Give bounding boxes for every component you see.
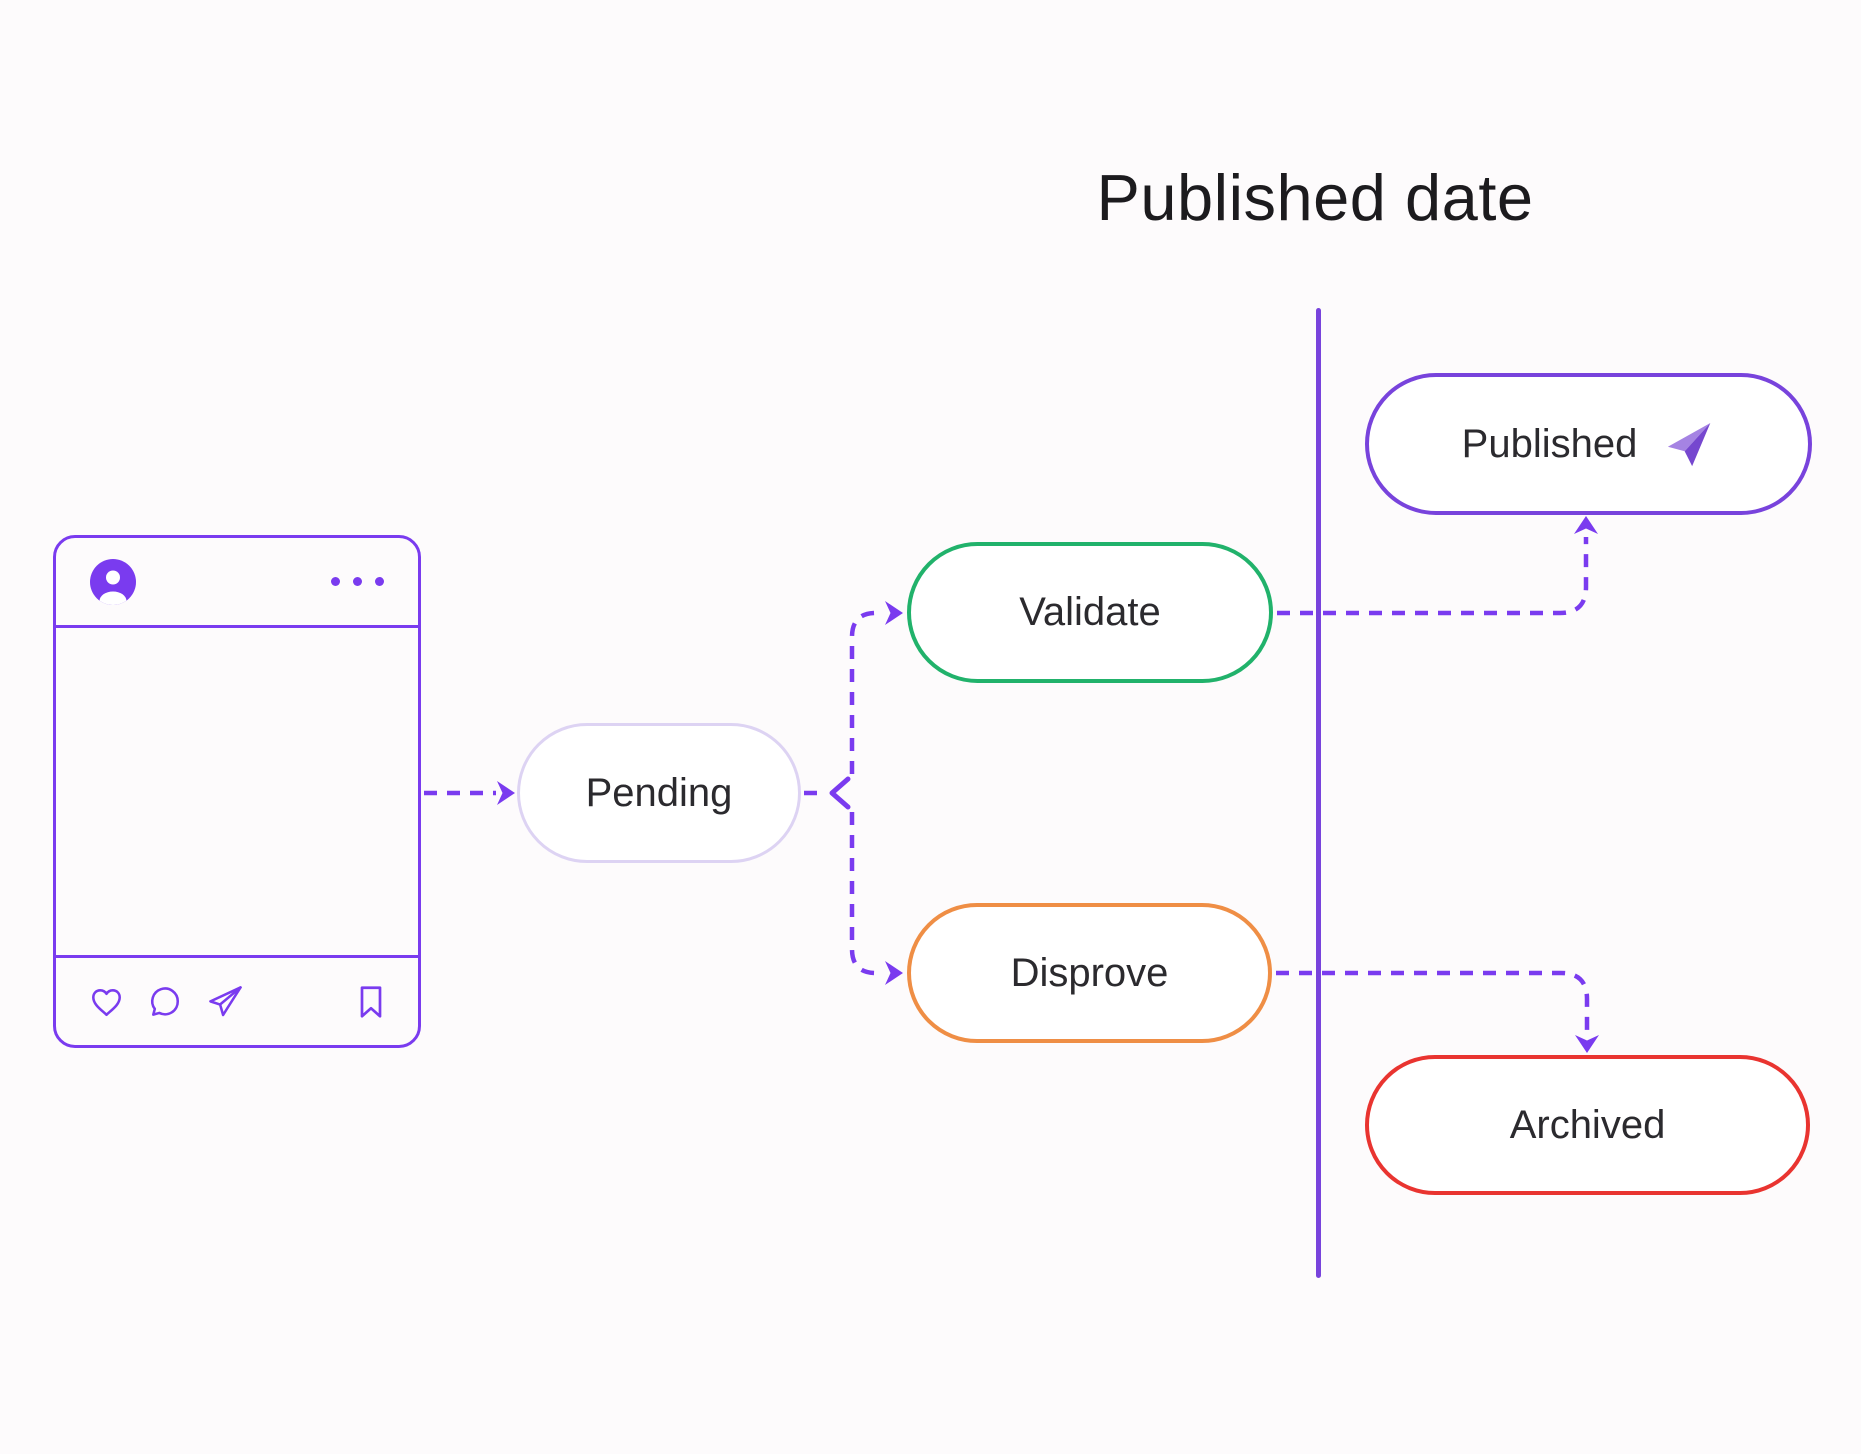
node-disprove: Disprove [907, 903, 1272, 1043]
node-archived-label: Archived [1509, 1102, 1666, 1147]
send-icon[interactable] [205, 983, 245, 1021]
post-card-body [56, 628, 418, 955]
node-pending: Pending [517, 723, 801, 863]
node-validate: Validate [907, 542, 1273, 683]
post-card-footer [56, 955, 418, 1045]
node-validate-label: Validate [1019, 590, 1161, 634]
paper-plane-icon [1659, 416, 1715, 472]
node-published-label: Published [1461, 421, 1638, 466]
more-options-icon[interactable] [331, 577, 384, 586]
post-card [53, 535, 421, 1048]
node-archived: Archived [1365, 1055, 1810, 1195]
post-card-header [56, 538, 418, 628]
like-icon[interactable] [88, 984, 125, 1020]
avatar-icon [90, 558, 136, 605]
node-published: Published [1365, 373, 1812, 515]
comment-icon[interactable] [147, 984, 183, 1020]
node-disprove-label: Disprove [1010, 950, 1169, 995]
published-date-divider [1316, 308, 1321, 1278]
bookmark-icon[interactable] [356, 984, 386, 1020]
diagram-title: Published date [1096, 161, 1534, 234]
node-pending-label: Pending [585, 770, 733, 815]
